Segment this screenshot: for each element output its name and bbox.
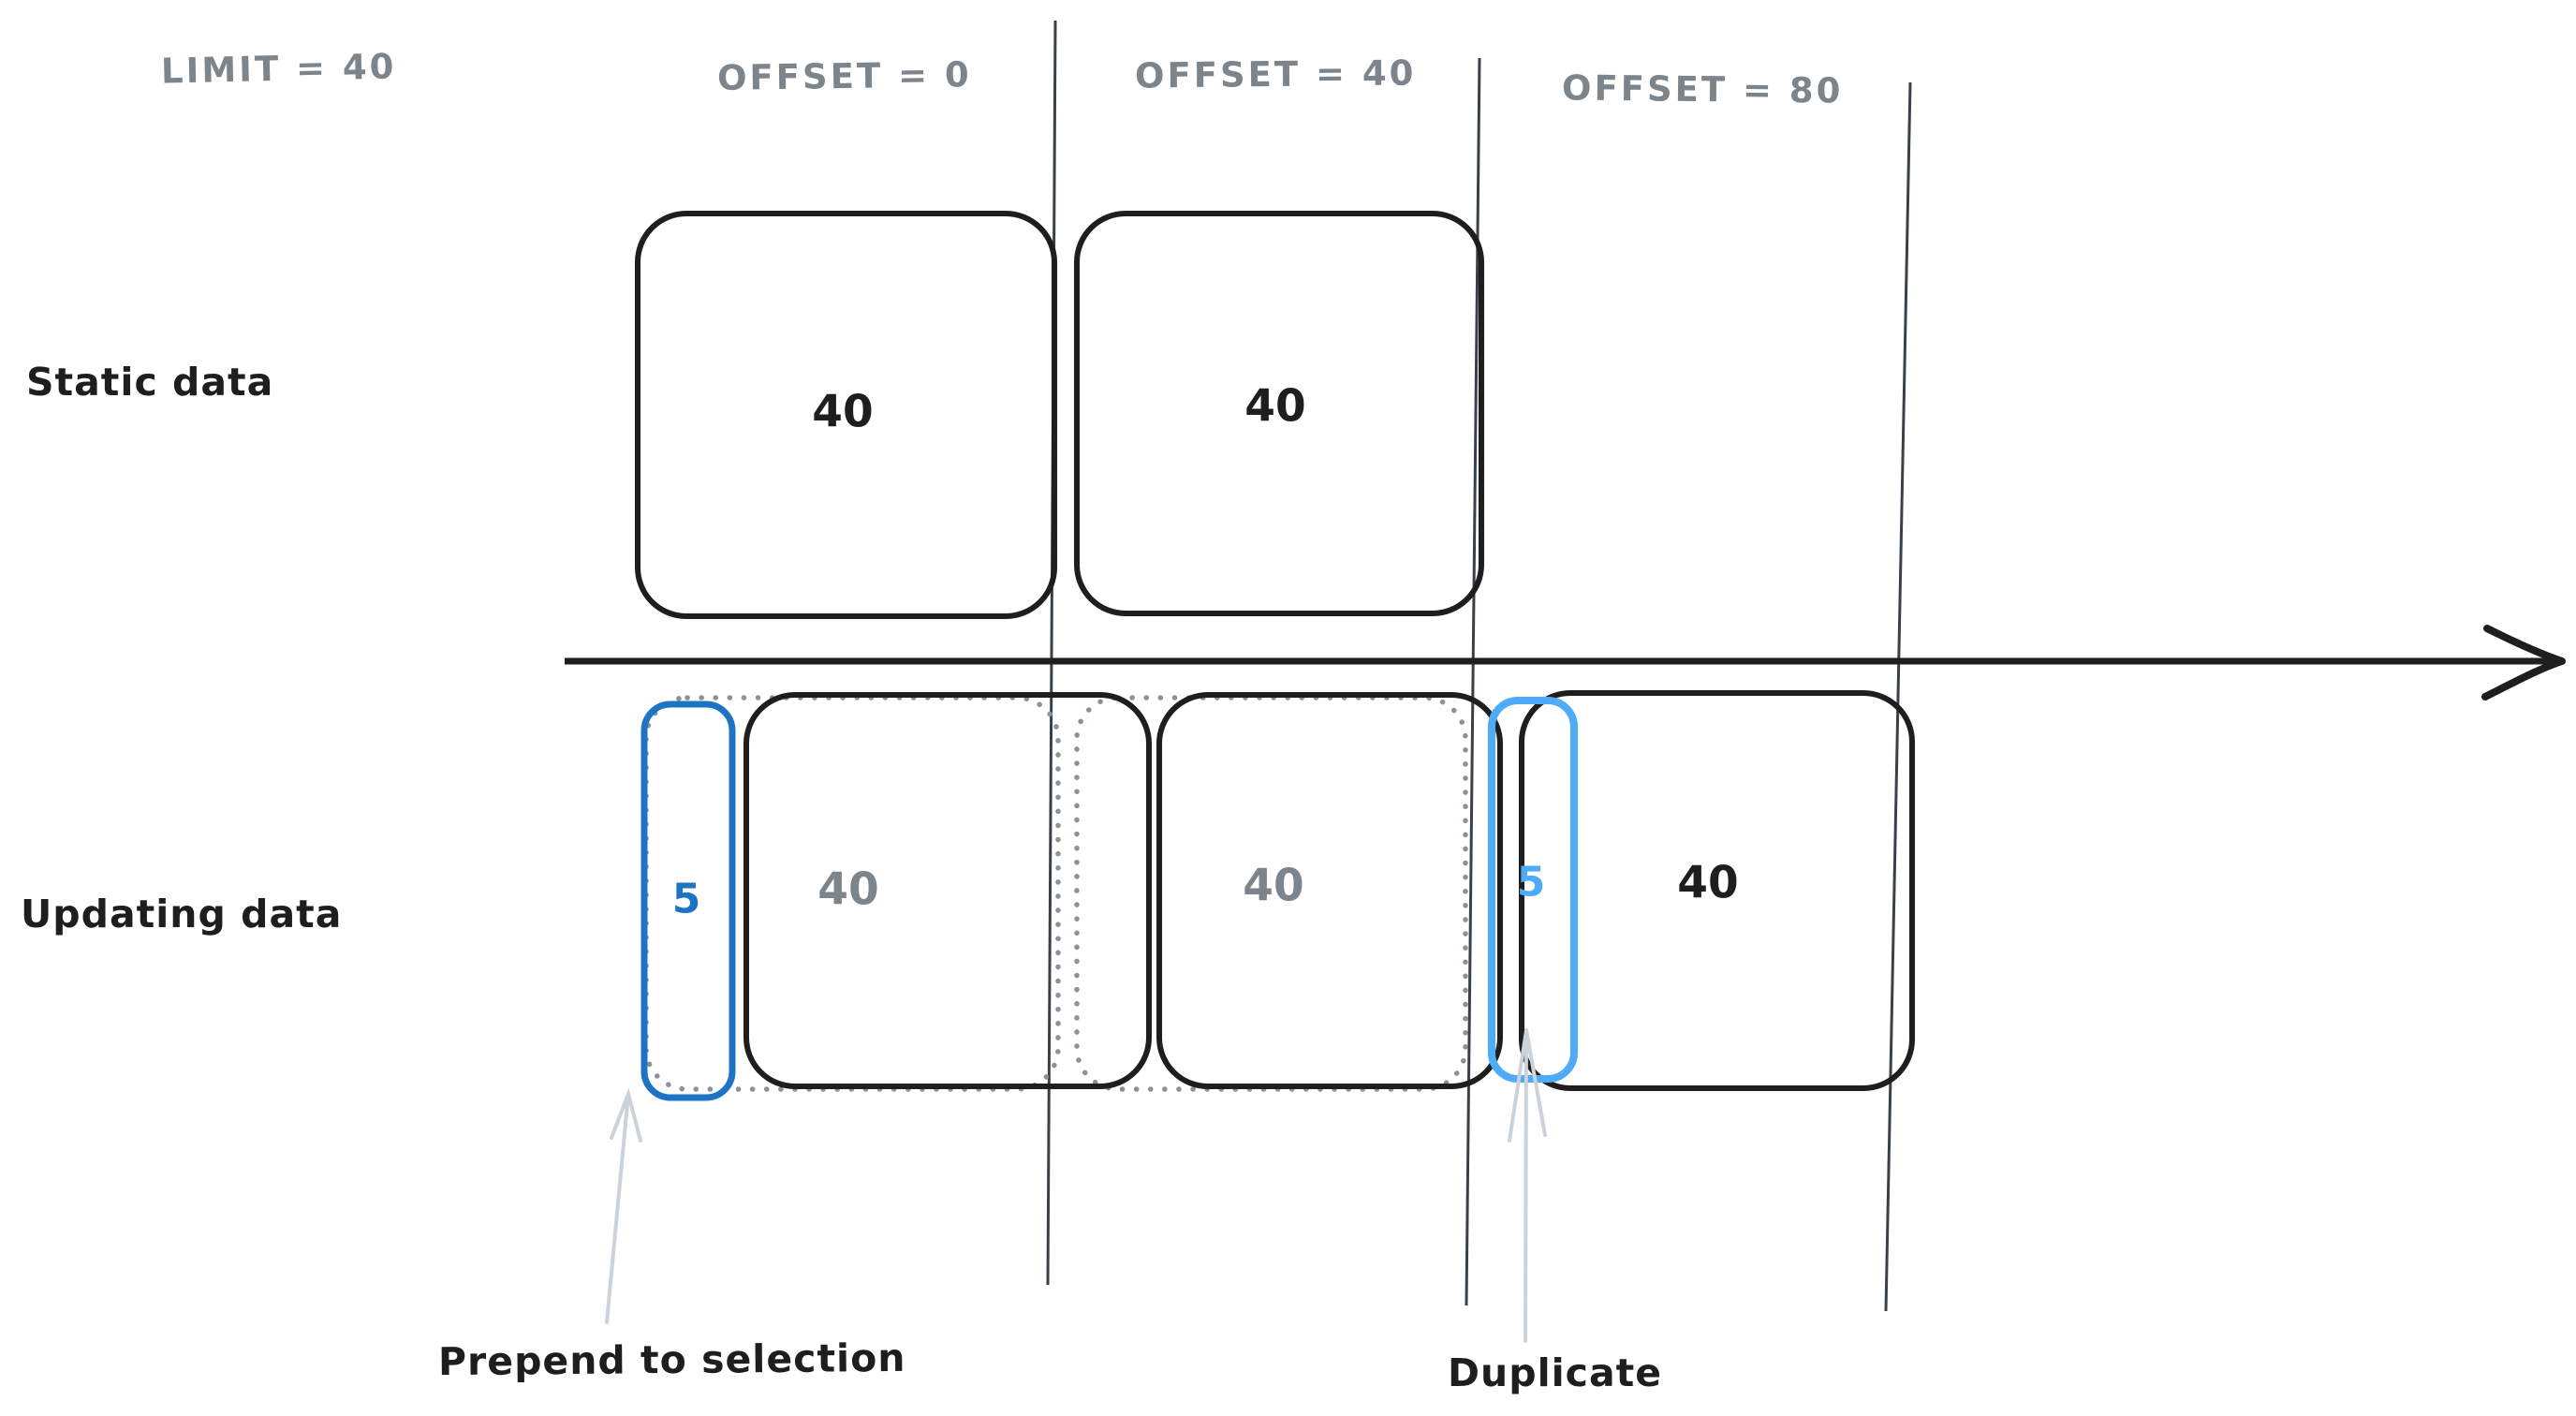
offset-label-80: OFFSET = 80 <box>1561 67 1844 111</box>
limit-label: LIMIT = 40 <box>160 46 397 92</box>
updating-row-label: Updating data <box>21 892 343 937</box>
static-page-box-1 <box>635 211 1057 619</box>
updating-page-box-1 <box>743 692 1152 1089</box>
timeline-arrowhead-icon <box>2481 625 2566 701</box>
duplicate-annotation-arrow <box>1508 1028 1547 1343</box>
updating-page-count-3: 40 <box>1677 857 1739 909</box>
updating-page-count-2: 40 <box>1243 860 1304 912</box>
static-row-label: Static data <box>26 360 274 405</box>
updating-page-box-3 <box>1519 690 1915 1091</box>
prepend-annotation-arrow <box>605 1087 642 1324</box>
duplicate-annotation-label: Duplicate <box>1448 1350 1663 1395</box>
duplicate-block-outline <box>1488 697 1578 1083</box>
static-page-count-2: 40 <box>1244 380 1306 433</box>
prepend-block-count: 5 <box>671 875 701 923</box>
prepend-annotation-label: Prepend to selection <box>437 1335 906 1385</box>
static-page-box-2 <box>1074 211 1484 616</box>
updating-page-box-2 <box>1156 692 1503 1089</box>
offset-label-0: OFFSET = 0 <box>716 54 972 98</box>
vertical-divider-3 <box>1884 81 1912 1312</box>
offset-label-40: OFFSET = 40 <box>1134 52 1417 96</box>
prepend-block-outline <box>640 701 736 1101</box>
static-page-count-1: 40 <box>812 386 874 438</box>
duplicate-block-count: 5 <box>1516 858 1546 907</box>
vertical-divider-2 <box>1465 57 1481 1306</box>
updating-page-count-1: 40 <box>817 863 879 916</box>
vertical-divider-1 <box>1046 20 1057 1286</box>
